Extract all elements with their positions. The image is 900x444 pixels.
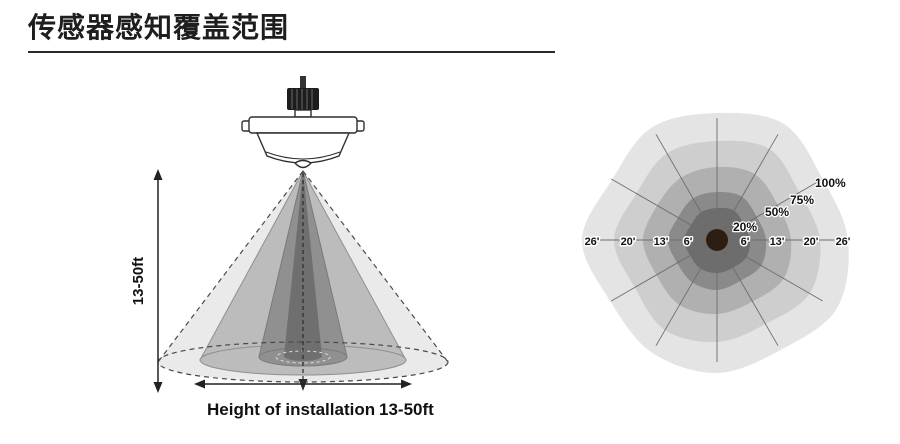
sensor-device	[241, 76, 365, 169]
distance-label: 6'	[684, 236, 693, 248]
sensor-antenna	[287, 88, 319, 118]
percent-label-20: 20%	[733, 220, 757, 234]
percent-label-100: 100%	[815, 176, 846, 190]
sensor-body	[255, 132, 351, 164]
percent-labels: 100% 75% 50% 20%	[732, 175, 848, 236]
distance-label: 20'	[804, 236, 819, 248]
title-underline	[28, 51, 555, 53]
radial-spokes	[595, 118, 839, 362]
sensor-center-dot	[706, 229, 728, 251]
percent-label-75: 75%	[790, 193, 814, 207]
cone-figure: 13-50ft Height of installation 13-50ft	[130, 76, 449, 419]
height-arrowhead-bottom	[153, 382, 163, 393]
page-title: 传感器感知覆盖范围	[28, 13, 290, 44]
distance-label: 26'	[585, 236, 600, 248]
width-arrow	[194, 379, 412, 389]
distance-label: 13'	[654, 236, 669, 248]
sensor-pin	[300, 76, 306, 90]
percent-label-50: 50%	[765, 205, 789, 219]
distance-label: 6'	[741, 236, 750, 248]
caption-value: 13-50ft	[379, 400, 434, 419]
distance-label: 26'	[836, 236, 851, 248]
sensor-lens	[293, 159, 313, 169]
coverage-plot: 26' 20' 13' 6' 6' 13' 20' 26' 100% 75% 5…	[581, 112, 852, 374]
height-range-label: 13-50ft	[130, 257, 147, 305]
width-arrowhead-right	[401, 379, 412, 389]
distance-label: 20'	[621, 236, 636, 248]
distance-labels: 26' 20' 13' 6' 6' 13' 20' 26'	[583, 235, 852, 250]
cone-axis-arrowhead	[298, 379, 308, 391]
height-arrow	[153, 169, 163, 393]
caption-text: Height of installation	[207, 400, 375, 419]
distance-label: 13'	[770, 236, 785, 248]
sensor-mount-plate	[241, 116, 365, 134]
height-arrowhead-top	[153, 169, 163, 180]
width-arrowhead-left	[194, 379, 205, 389]
